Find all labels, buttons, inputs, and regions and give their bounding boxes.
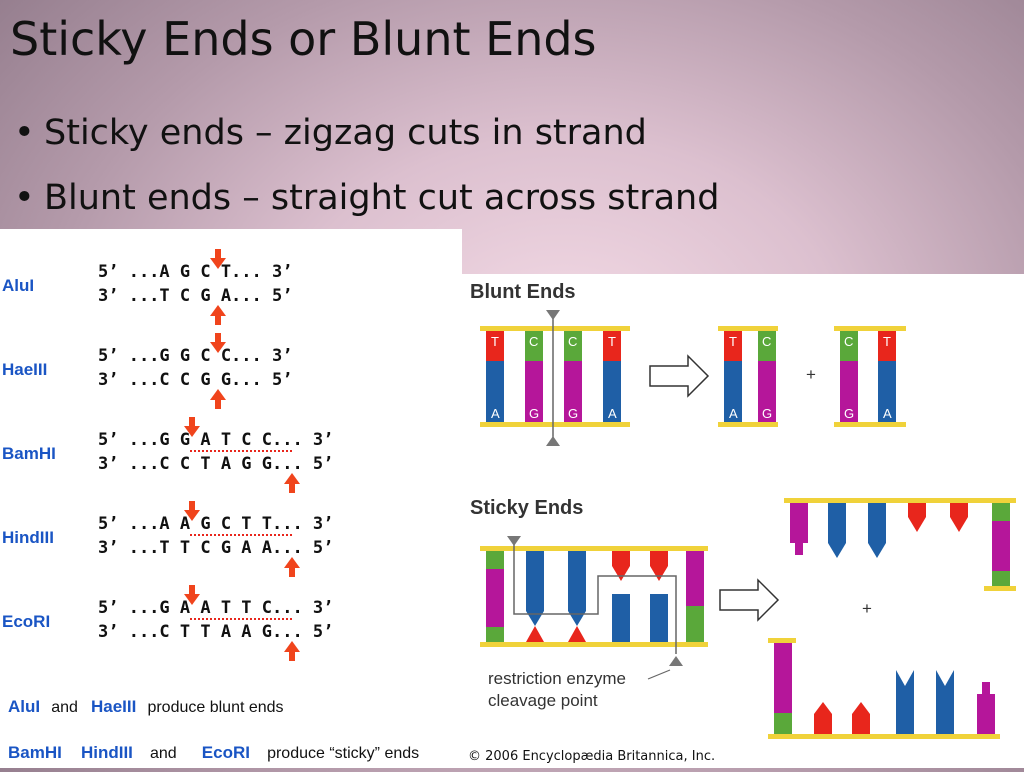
- sticky-base-pairs: [486, 551, 704, 642]
- seq-bottom-haeiii: 3’ ...C C G G... 5’: [98, 370, 292, 390]
- cleavage-label-line2: cleavage point: [488, 691, 598, 710]
- enzyme-name-alui: AluI: [2, 276, 34, 295]
- svg-text:G: G: [568, 406, 578, 421]
- sticky-ends-title: Sticky Ends: [470, 497, 583, 519]
- seq-top-bamhi: 5’ ...G G A T C C... 3’: [98, 430, 333, 450]
- backbone-bar: [480, 422, 630, 427]
- right-arrow-icon: [719, 578, 780, 622]
- svg-text:C: C: [529, 334, 538, 349]
- ends-diagram-panel: Blunt Ends T C C T A G G A T C A G + C T G A Stick…: [462, 274, 1024, 768]
- svg-text:A: A: [491, 406, 500, 421]
- seq-top-alui: 5’ ...A G C T... 3’: [98, 262, 292, 282]
- enzyme-name-hindiii: HindIII: [2, 528, 54, 547]
- svg-text:T: T: [608, 334, 616, 349]
- seq-top-ecori: 5’ ...G A A T T C... 3’: [98, 598, 333, 618]
- right-fragment: C T G A: [840, 331, 896, 422]
- cut-arrow-icon: [284, 557, 300, 577]
- enzyme-name-haeiii: HaeIII: [2, 360, 47, 379]
- bullet-blunt: •Blunt ends – straight cut across strand: [14, 177, 720, 218]
- enzyme-name-bamhi: BamHI: [2, 444, 56, 463]
- copyright-text: © 2006 Encyclopædia Britannica, Inc.: [468, 749, 715, 764]
- svg-text:T: T: [883, 334, 891, 349]
- seq-bottom-ecori: 3’ ...C T T A A G... 5’: [98, 622, 333, 642]
- left-fragment: T C A G: [724, 331, 776, 422]
- slide-title: Sticky Ends or Blunt Ends: [10, 12, 597, 66]
- base-pairs: T C C T A G G A: [486, 331, 621, 422]
- right-arrow-icon: [649, 354, 710, 398]
- cut-arrow-icon: [210, 305, 226, 325]
- cut-marker-icon: [507, 536, 521, 546]
- cut-arrow-icon: [210, 389, 226, 409]
- sticky-fragment-top: [790, 503, 1016, 591]
- seq-bottom-hindiii: 3’ ...T T C G A A... 5’: [98, 538, 333, 558]
- svg-text:G: G: [529, 406, 539, 421]
- seq-bottom-alui: 3’ ...T C G A... 5’: [98, 286, 292, 306]
- caption-blunt: AluI and HaeIII produce blunt ends: [8, 697, 284, 716]
- cut-arrow-icon: [284, 473, 300, 493]
- plus-sign: +: [862, 599, 872, 618]
- svg-text:C: C: [762, 334, 771, 349]
- cut-marker-icon: [546, 436, 560, 446]
- seq-top-haeiii: 5’ ...G G C C... 3’: [98, 346, 292, 366]
- svg-text:A: A: [608, 406, 617, 421]
- seq-bottom-bamhi: 3’ ...C C T A G G... 5’: [98, 454, 333, 474]
- cut-marker-icon: [546, 310, 560, 320]
- sticky-cut-path: [513, 542, 677, 654]
- svg-text:A: A: [729, 406, 738, 421]
- enzyme-name-ecori: EcoRI: [2, 612, 50, 631]
- bullet-list: •Sticky ends – zigzag cuts in strand •Bl…: [14, 100, 719, 230]
- blunt-ends-title: Blunt Ends: [470, 281, 576, 303]
- svg-text:C: C: [844, 334, 853, 349]
- caption-sticky: BamHI HindIII and EcoRI produce “sticky”…: [8, 743, 419, 762]
- cleavage-label-line1: restriction enzyme: [488, 669, 626, 688]
- bullet-sticky: •Sticky ends – zigzag cuts in strand: [14, 112, 647, 153]
- svg-text:T: T: [729, 334, 737, 349]
- enzyme-sites-panel: AluI 5’ ...A G C T... 3’ 3’ ...T C G A..…: [0, 229, 462, 768]
- svg-text:T: T: [491, 334, 499, 349]
- svg-text:C: C: [568, 334, 577, 349]
- svg-text:A: A: [883, 406, 892, 421]
- svg-text:G: G: [762, 406, 772, 421]
- seq-top-hindiii: 5’ ...A A G C T T... 3’: [98, 514, 333, 534]
- svg-text:G: G: [844, 406, 854, 421]
- sticky-fragment-bottom: [774, 643, 995, 734]
- cut-arrow-icon: [284, 641, 300, 661]
- backbone-bar: [480, 326, 630, 331]
- cut-marker-icon: [669, 656, 683, 666]
- plus-sign: +: [806, 365, 816, 384]
